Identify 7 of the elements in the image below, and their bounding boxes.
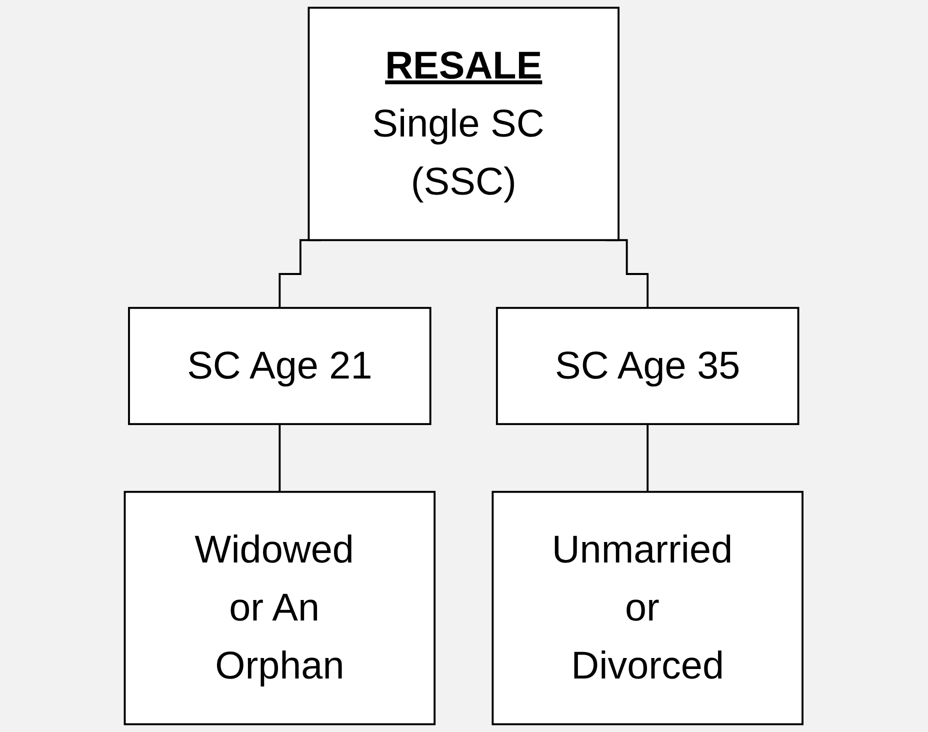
- node-box: [308, 6, 620, 242]
- node-box: [124, 490, 436, 726]
- node-box: [496, 306, 800, 426]
- node-box: [492, 490, 804, 726]
- connector: [646, 423, 649, 493]
- connector: [279, 423, 281, 493]
- node-box: [128, 306, 432, 426]
